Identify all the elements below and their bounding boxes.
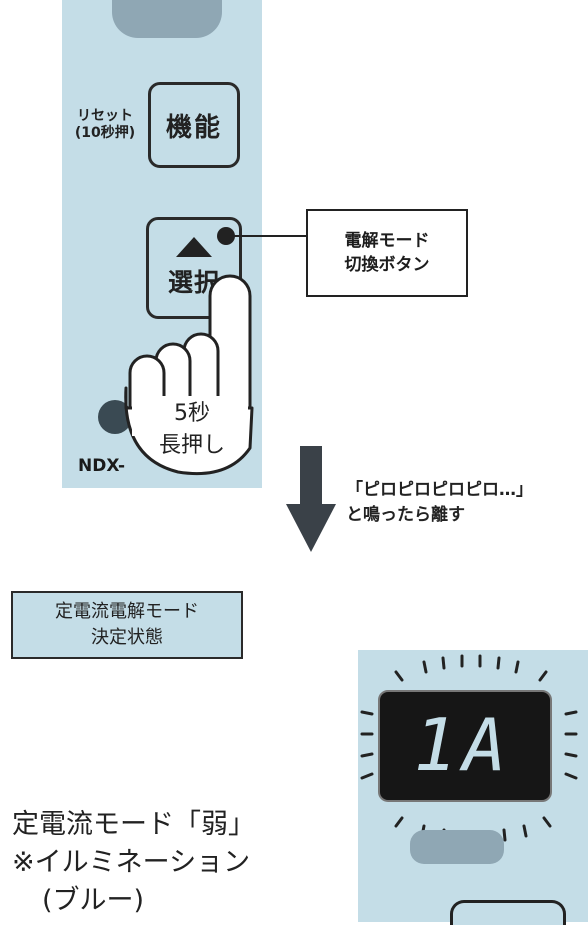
hand-label-line1: 5秒 [174, 401, 210, 426]
up-triangle-icon [176, 237, 212, 257]
hand-press-icon [124, 274, 254, 476]
top-knob [112, 0, 222, 38]
display-screen [378, 690, 552, 802]
instruction-text: 「ピロピロピロピロ…」 と鳴ったら離す [346, 478, 533, 528]
status-line2: 決定状態 [91, 627, 163, 648]
leader-dot [217, 227, 235, 245]
mode-line3: (ブルー) [42, 885, 145, 916]
function-button-label: 機能 [165, 112, 222, 143]
reset-label-line2: (10秒押) [74, 125, 136, 141]
hand-label-line2: 長押し [158, 433, 225, 458]
hand-label: 5秒 長押し [140, 398, 244, 462]
down-arrow-icon [286, 446, 336, 552]
callout-line1: 電解モード [344, 231, 430, 251]
display-value: 1A [413, 703, 513, 787]
instruction-line2: と鳴ったら離す [346, 505, 465, 525]
mode-line1: 定電流モード「弱」 [12, 809, 255, 840]
status-line1: 定電流電解モード [55, 601, 199, 622]
reset-label: リセット (10秒押) [64, 108, 146, 142]
callout-box: 電解モード 切換ボタン [306, 209, 468, 297]
reset-label-line1: リセット [77, 108, 133, 124]
display-knob [410, 830, 504, 864]
model-text: NDX- [78, 456, 126, 476]
mode-text: 定電流モード「弱」 ※イルミネーション (ブルー) [12, 806, 255, 920]
callout-line2: 切換ボタン [344, 255, 430, 275]
instruction-line1: 「ピロピロピロピロ…」 [346, 480, 533, 500]
status-box: 定電流電解モード 決定状態 [11, 591, 243, 659]
display-bottom-button [450, 900, 566, 925]
function-button[interactable]: 機能 [148, 82, 240, 168]
mode-line2: ※イルミネーション [12, 847, 251, 878]
